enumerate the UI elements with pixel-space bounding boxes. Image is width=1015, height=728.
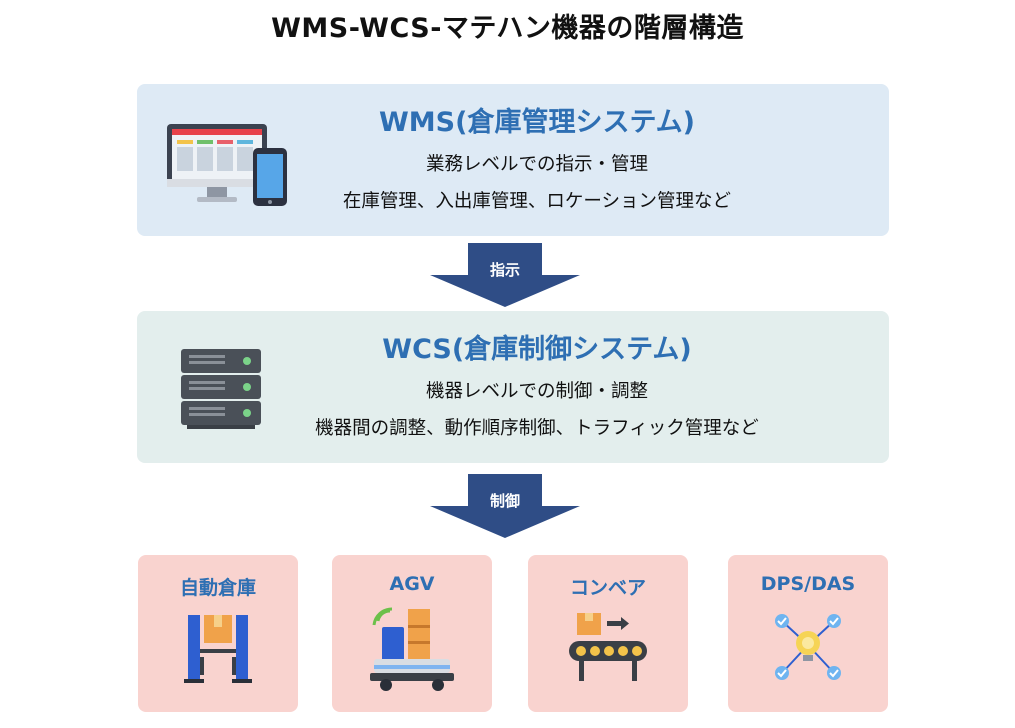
device-label: AGV [389,573,435,595]
agv-icon [332,607,492,697]
wcs-examples: 機器間の調整、動作順序制御、トラフィック管理など [315,418,759,439]
dps-das-icon [728,607,888,697]
wcs-title: WCS(倉庫制御システム) [382,334,692,365]
device-dps-das: DPS/DAS [728,555,888,712]
diagram-title: WMS-WCS-マテハン機器の階層構造 [271,13,744,44]
device-agv: AGV [332,555,492,712]
device-label: 自動倉庫 [179,577,256,599]
device-label: コンベア [569,577,646,599]
server-rack-icon [181,347,261,433]
wms-title: WMS(倉庫管理システム) [379,107,695,138]
wms-examples: 在庫管理、入出庫管理、ロケーション管理など [342,191,732,212]
conveyor-icon [528,607,688,697]
control-arrow: 制御 [430,474,580,538]
device-label: DPS/DAS [760,573,856,595]
control-label: 制御 [489,492,520,510]
device-conveyor: コンベア [528,555,688,712]
wcs-panel: WCS(倉庫制御システム) 機器レベルでの制御・調整 機器間の調整、動作順序制御… [137,311,889,463]
wcs-description: 機器レベルでの制御・調整 [425,381,648,402]
instruction-label: 指示 [489,261,520,279]
device-automated-warehouse: 自動倉庫 [138,555,298,712]
automated-warehouse-icon [138,607,298,697]
wms-description: 業務レベルでの指示・管理 [425,154,648,175]
computer-phone-icon [167,120,289,214]
instruction-arrow: 指示 [430,243,580,307]
wms-panel: WMS(倉庫管理システム) 業務レベルでの指示・管理 在庫管理、入出庫管理、ロケ… [137,84,889,236]
